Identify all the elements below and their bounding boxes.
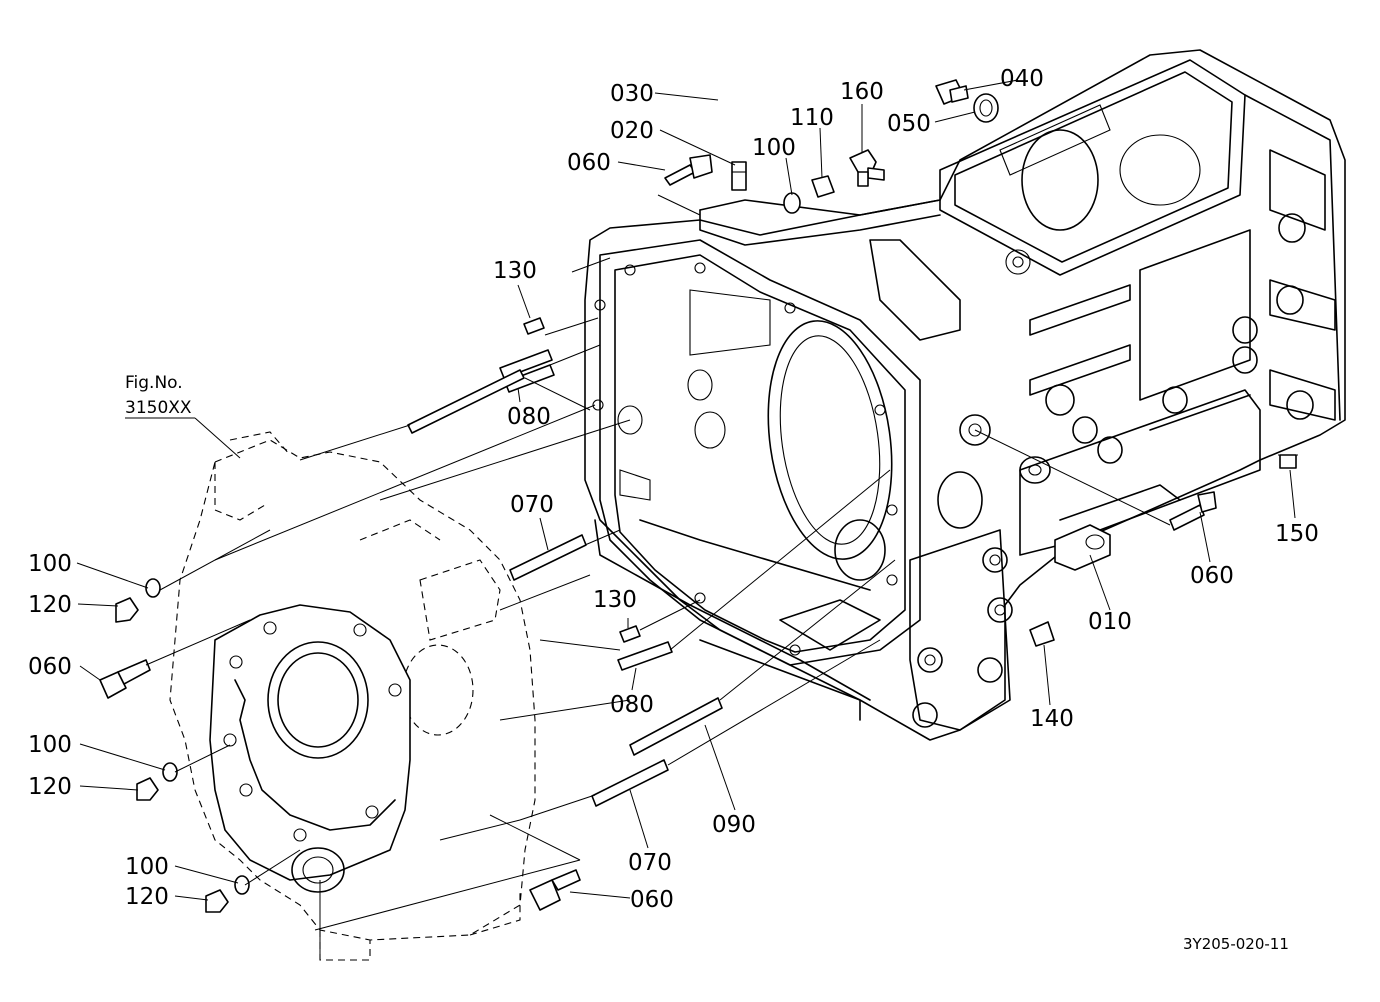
label-040: 040 <box>1000 66 1044 92</box>
drawing-code: 3Y205-020-11 <box>1183 935 1289 953</box>
front-flange-plate <box>209 604 411 893</box>
label-060-left: 060 <box>28 654 72 680</box>
label-080-mid: 080 <box>610 692 654 718</box>
label-130-mid: 130 <box>593 587 637 613</box>
label-090: 090 <box>712 812 756 838</box>
label-100-top: 100 <box>752 135 796 161</box>
label-160: 160 <box>840 79 884 105</box>
label-070-mid: 070 <box>510 492 554 518</box>
label-050: 050 <box>887 111 931 137</box>
label-080-top: 080 <box>507 404 551 430</box>
label-100-left-2: 100 <box>28 732 72 758</box>
label-150: 150 <box>1275 521 1319 547</box>
label-120-left-3: 120 <box>125 884 169 910</box>
label-100-left-1: 100 <box>28 551 72 577</box>
label-140: 140 <box>1030 706 1074 732</box>
label-060-right: 060 <box>1190 563 1234 589</box>
label-120-left-1: 120 <box>28 592 72 618</box>
small-parts <box>99 79 1217 913</box>
label-070-bottom: 070 <box>628 850 672 876</box>
label-100-left-3: 100 <box>125 854 169 880</box>
label-110: 110 <box>790 105 834 131</box>
label-010: 010 <box>1088 609 1132 635</box>
transmission-case <box>584 49 1346 741</box>
front-housing <box>169 431 536 961</box>
label-060-top: 060 <box>567 150 611 176</box>
label-130-top: 130 <box>493 258 537 284</box>
fig-ref-line1: Fig.No. <box>125 373 183 393</box>
fig-ref-line2: 3150XX <box>125 398 192 418</box>
leader-lines <box>76 79 1296 955</box>
label-060-bottom: 060 <box>630 887 674 913</box>
label-020: 020 <box>610 118 654 144</box>
label-120-left-2: 120 <box>28 774 72 800</box>
part-labels: 030 020 060 100 110 160 040 050 130 080 … <box>28 66 1319 953</box>
label-030: 030 <box>610 81 654 107</box>
